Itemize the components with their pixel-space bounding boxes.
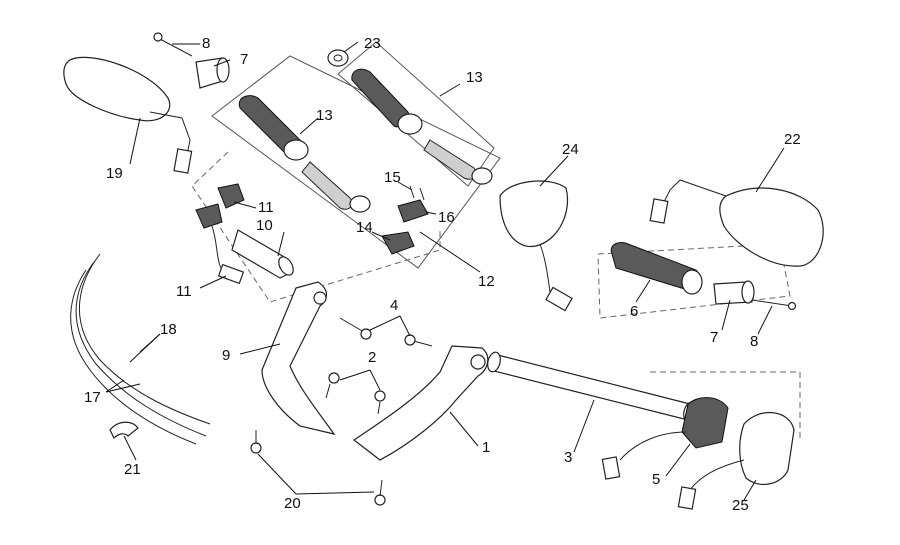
cable-clip [109,421,139,440]
bar-end-bolt-right [751,299,797,311]
label-17: 17 [84,389,101,406]
bolt-4 [339,317,433,347]
switch-box-left [499,180,573,312]
label-11-top: 11 [258,199,274,216]
grip-left-kit [238,95,371,213]
bar-end-bolt-left [153,32,193,57]
label-20: 20 [284,495,301,512]
grip-kit-outline-left [211,55,501,269]
label-13-right: 13 [466,69,483,86]
label-1: 1 [482,439,490,456]
clip-on-left [261,281,336,435]
grip-right-kit [351,68,493,185]
label-15: 15 [384,169,401,186]
label-8-right: 8 [750,333,758,350]
label-23: 23 [364,35,381,52]
label-21: 21 [124,461,141,478]
label-18: 18 [160,321,177,338]
bolt-2 [325,372,386,415]
grip-kit-outline-right [337,41,495,187]
label-10: 10 [256,217,273,234]
label-7-right: 7 [710,329,718,346]
callout-labels: 8 7 23 13 13 19 24 22 15 11 16 10 14 12 … [84,35,801,514]
label-6: 6 [630,303,638,320]
handlebar-tube [487,351,697,423]
right-grip-dashed-outline [597,243,791,319]
kit-dashed-outline [191,151,441,303]
mirror-left [63,56,193,174]
label-16: 16 [438,209,455,226]
switch-lever-11 [195,183,245,285]
washer [327,49,349,67]
label-12: 12 [478,273,495,290]
leader-lines [105,41,785,501]
lever-14 [381,231,415,255]
grip-right [610,241,703,295]
label-14: 14 [356,219,373,236]
throttle-cables [70,253,211,445]
cover-16 [397,199,429,223]
label-13-left: 13 [316,107,333,124]
label-22: 22 [784,131,801,148]
switch-right [601,397,729,480]
label-3: 3 [564,449,572,466]
bolt-20 [250,430,386,506]
label-2: 2 [368,349,376,366]
switch-dashed-outline [650,371,801,440]
label-11-bottom: 11 [176,283,192,300]
bar-end-weight-right [713,280,755,305]
label-25: 25 [732,497,749,514]
label-5: 5 [652,471,660,488]
bar-end-weight-left [195,57,230,89]
label-9: 9 [222,347,230,364]
label-8-left: 8 [202,35,210,52]
label-19: 19 [106,165,123,182]
switch-housing [677,411,795,510]
label-4: 4 [390,297,398,314]
mirror-right [649,179,824,267]
label-7-left: 7 [240,51,248,68]
label-24: 24 [562,141,579,158]
clip-on-right [352,345,489,461]
throttle-tube [231,229,294,279]
screws-15 [409,185,425,201]
